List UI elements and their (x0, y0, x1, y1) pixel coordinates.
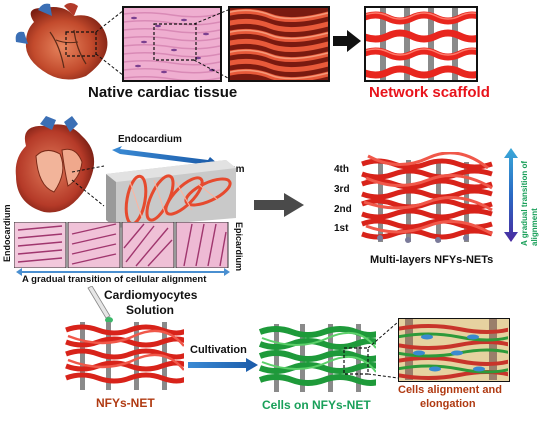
heart-anatomy-image (4, 2, 122, 84)
cardiomyocytes-label: Cardiomyocytes (104, 288, 198, 302)
native-tissue-label: Native cardiac tissue (88, 84, 238, 101)
fiber-micro-image (228, 6, 330, 82)
network-scaffold-label: Network scaffold (369, 84, 490, 101)
vertical-gradient-arrow (504, 148, 518, 242)
cells-on-net-image (258, 322, 376, 394)
gradual-arrow (16, 268, 230, 276)
cultivation-label: Cultivation (190, 344, 247, 356)
gradual-caption: A gradual transition of cellular alignme… (22, 274, 207, 285)
right-arrow-black (333, 30, 361, 52)
multilayer-scaffold-image (358, 152, 498, 246)
zoom-lines-2 (193, 9, 229, 79)
multilayer-label: Multi-layers NFYs-NETs (370, 254, 494, 266)
heart-section-image (6, 116, 106, 220)
layer-label-4: 4th (334, 164, 349, 175)
cells-on-net-label: Cells on NFYs-NET (262, 398, 371, 412)
double-arrow-blue (112, 146, 218, 168)
zoom-lines-1 (95, 9, 125, 77)
layer-label-3: 3rd (334, 184, 350, 195)
endocardium-label: Endocardium (118, 134, 182, 145)
nfys-net-image (64, 320, 184, 392)
vertical-alignment-label: A gradual transition of alignment (520, 160, 539, 246)
alignment-label-2: elongation (420, 398, 476, 410)
solution-label: Solution (126, 303, 174, 317)
alignment-label-1: Cells alignment and (398, 384, 502, 396)
network-scaffold-image (364, 6, 478, 82)
right-arrow-gray (254, 193, 304, 217)
layer-label-2: 2nd (334, 204, 352, 215)
pipette-icon (87, 286, 113, 323)
strip-epicardium-label: Epicardium (234, 222, 244, 272)
nfys-net-label: NFYs-NET (96, 396, 155, 410)
zoom-lines-3 (367, 321, 399, 379)
tissue-block-image (96, 160, 242, 228)
cultivation-arrow (188, 358, 258, 372)
alignment-strip-images (14, 222, 230, 268)
strip-endocardium-label: Endocardium (2, 204, 12, 262)
layer-label-1: 1st (334, 223, 349, 234)
cells-alignment-image (398, 318, 510, 382)
